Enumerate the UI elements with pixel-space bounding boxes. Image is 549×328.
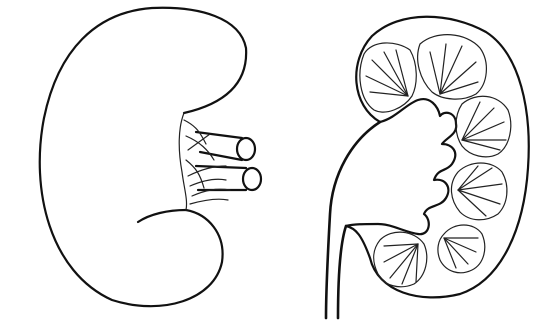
hilum-inner-contour: [179, 113, 186, 210]
ureter-inner-line: [338, 226, 346, 318]
kidney-external-outline: [40, 8, 246, 306]
kidney-cross-section: [326, 17, 529, 318]
kidney-external-view: [40, 8, 261, 306]
renal-vessel-upper: [196, 132, 255, 160]
renal-pyramid-6: [374, 232, 427, 287]
renal-pyramid-3: [456, 96, 511, 157]
renal-pyramid-4: [451, 163, 507, 220]
renal-pyramid-2: [418, 35, 487, 99]
renal-pyramid-5: [438, 225, 485, 273]
renal-pyramid-1: [360, 43, 416, 112]
renal-pelvis-contour: [346, 99, 456, 234]
hilum-lower-lip: [138, 210, 186, 222]
ureter-outer-line: [326, 122, 380, 318]
